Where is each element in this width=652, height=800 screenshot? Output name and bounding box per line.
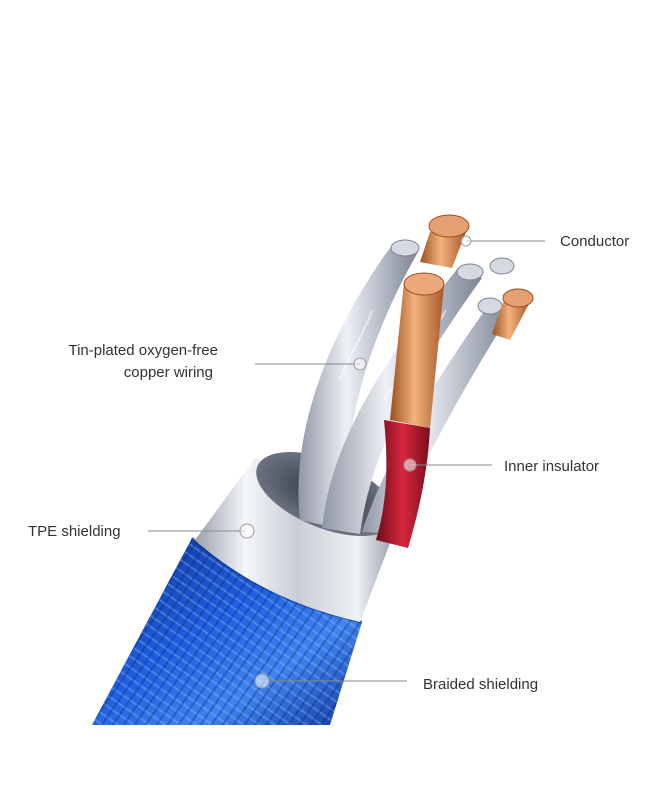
copper-conductors bbox=[420, 214, 534, 340]
callout-tpe-shielding: TPE shielding bbox=[28, 523, 255, 540]
label-conductor: Conductor bbox=[560, 233, 629, 250]
label-inner-insulator: Inner insulator bbox=[504, 458, 599, 475]
label-braided-shielding: Braided shielding bbox=[423, 676, 538, 693]
callout-tin-plated-wiring: Tin-plated oxygen-free copper wiring bbox=[68, 342, 367, 381]
callout-conductor: Conductor bbox=[460, 233, 629, 250]
insulated-core bbox=[376, 272, 445, 548]
callout-inner-insulator: Inner insulator bbox=[403, 458, 599, 475]
label-tin-plated-line1: Tin-plated oxygen-free bbox=[68, 342, 218, 359]
callout-braided-shielding: Braided shielding bbox=[254, 673, 538, 693]
label-tin-plated-line2: copper wiring bbox=[124, 364, 213, 381]
label-tpe-shielding: TPE shielding bbox=[28, 523, 121, 540]
